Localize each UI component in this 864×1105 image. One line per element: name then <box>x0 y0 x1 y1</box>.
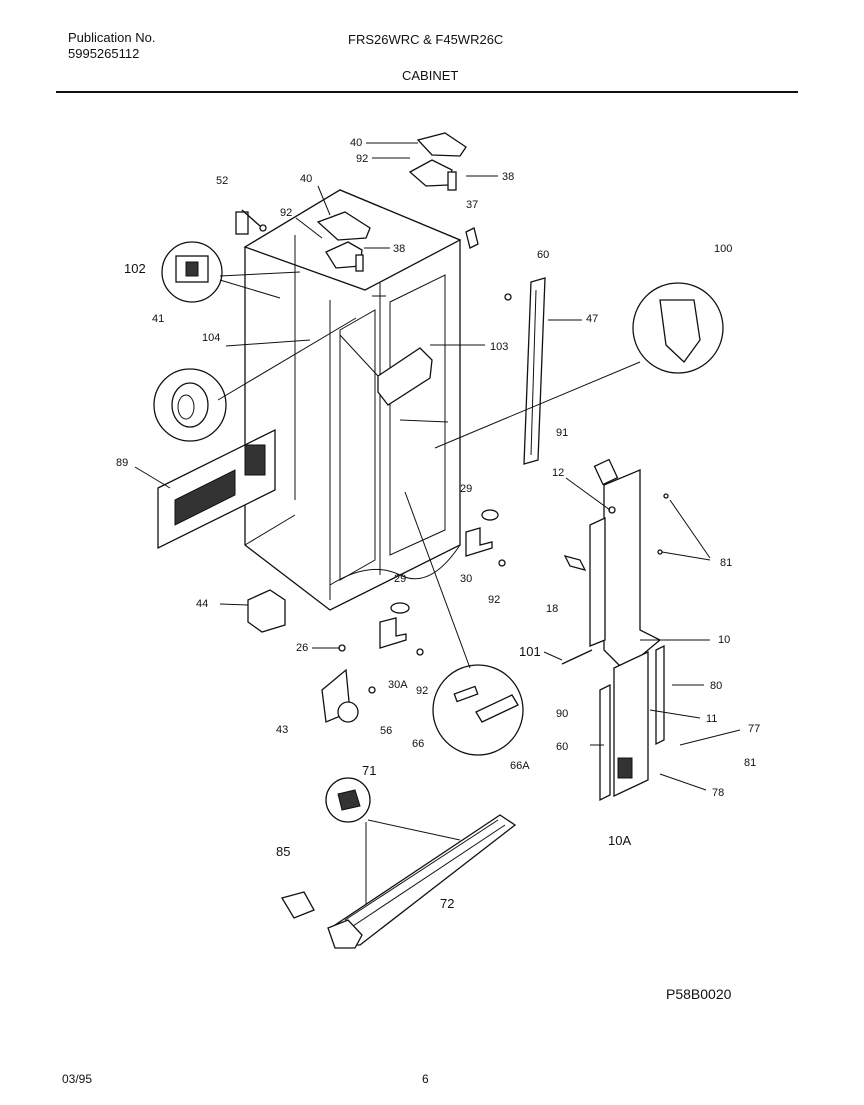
callout-11: 11 <box>706 713 717 725</box>
callout-30: 30 <box>460 573 472 585</box>
callout-26: 26 <box>296 642 308 654</box>
callout-101: 101 <box>519 644 541 659</box>
callout-104: 104 <box>202 332 220 344</box>
detail-bubble-41 <box>153 317 357 442</box>
callout-92-right: 92 <box>488 594 500 606</box>
callout-66A: 66A <box>510 760 530 772</box>
callout-66: 66 <box>412 738 424 750</box>
callout-72: 72 <box>440 896 454 911</box>
strip-101 <box>561 649 593 665</box>
callout-41: 41 <box>152 313 164 325</box>
callout-60-top: 60 <box>537 249 549 261</box>
callout-85: 85 <box>276 844 290 859</box>
callout-18: 18 <box>546 603 558 615</box>
callout-38: 38 <box>393 243 405 255</box>
page-number: 6 <box>422 1072 429 1086</box>
callout-92: 92 <box>280 207 292 219</box>
callout-47: 47 <box>586 313 598 325</box>
grille-72 <box>327 814 517 949</box>
callout-91: 91 <box>556 427 568 439</box>
callout-103: 103 <box>490 341 508 353</box>
callout-52: 52 <box>216 175 228 187</box>
callout-81-upper: 81 <box>720 557 732 569</box>
callout-78: 78 <box>712 787 724 799</box>
rear-panel-10 <box>589 458 669 671</box>
model-numbers: FRS26WRC & F45WR26C <box>348 32 504 47</box>
hinge-30 <box>465 509 506 567</box>
callout-60-lower: 60 <box>556 741 568 753</box>
callout-77: 77 <box>748 723 760 735</box>
callout-10: 10 <box>718 634 730 646</box>
roller-43 <box>321 644 376 723</box>
callout-71: 71 <box>362 763 376 778</box>
publication-label: Publication No. <box>68 30 156 45</box>
publication-number: 5995265112 <box>68 46 140 61</box>
callout-43: 43 <box>276 724 288 736</box>
rail-47 <box>504 277 546 465</box>
callout-81-lower: 81 <box>744 757 756 769</box>
footer-date: 03/95 <box>62 1072 93 1086</box>
callout-92-lower: 92 <box>416 685 428 697</box>
top-hinge-cover <box>316 132 467 272</box>
callout-37: 37 <box>466 199 478 211</box>
part-37 <box>465 227 479 249</box>
detail-bubble-102 <box>161 241 301 303</box>
detail-bubble-71 <box>325 777 461 905</box>
callout-44: 44 <box>196 598 208 610</box>
shelf-103 <box>339 334 433 406</box>
panel-89 <box>157 428 276 550</box>
callout-29-right: 29 <box>460 483 472 495</box>
callout-80: 80 <box>710 680 722 692</box>
leader-lines <box>134 142 741 791</box>
callout-100: 100 <box>714 243 732 255</box>
callout-29: 29 <box>394 573 406 585</box>
detail-bubble-100 <box>434 282 724 449</box>
callout-labels: 40 92 38 40 52 92 38 37 60 100 102 47 41… <box>116 137 760 911</box>
section-title: CABINET <box>402 68 459 83</box>
callout-38-top: 38 <box>502 171 514 183</box>
callout-89: 89 <box>116 457 128 469</box>
callout-102: 102 <box>124 261 146 276</box>
header-rule <box>56 91 798 93</box>
callout-40: 40 <box>300 173 312 185</box>
lower-panel-10A <box>599 644 665 802</box>
callout-30A: 30A <box>388 679 408 691</box>
part-18 <box>563 555 587 571</box>
detail-bubble-66 <box>404 491 524 756</box>
part-85 <box>281 891 315 919</box>
callout-56: 56 <box>380 725 392 737</box>
callout-12: 12 <box>552 467 564 479</box>
callout-10A: 10A <box>608 833 631 848</box>
callout-92-top: 92 <box>356 153 368 165</box>
bracket-44 <box>247 589 286 633</box>
callout-90: 90 <box>556 708 568 720</box>
hinge-30A <box>379 602 424 656</box>
part-52 <box>235 209 267 235</box>
diagram-reference: P58B0020 <box>666 986 732 1002</box>
callout-40-top: 40 <box>350 137 362 149</box>
cabinet-shell <box>243 189 462 611</box>
